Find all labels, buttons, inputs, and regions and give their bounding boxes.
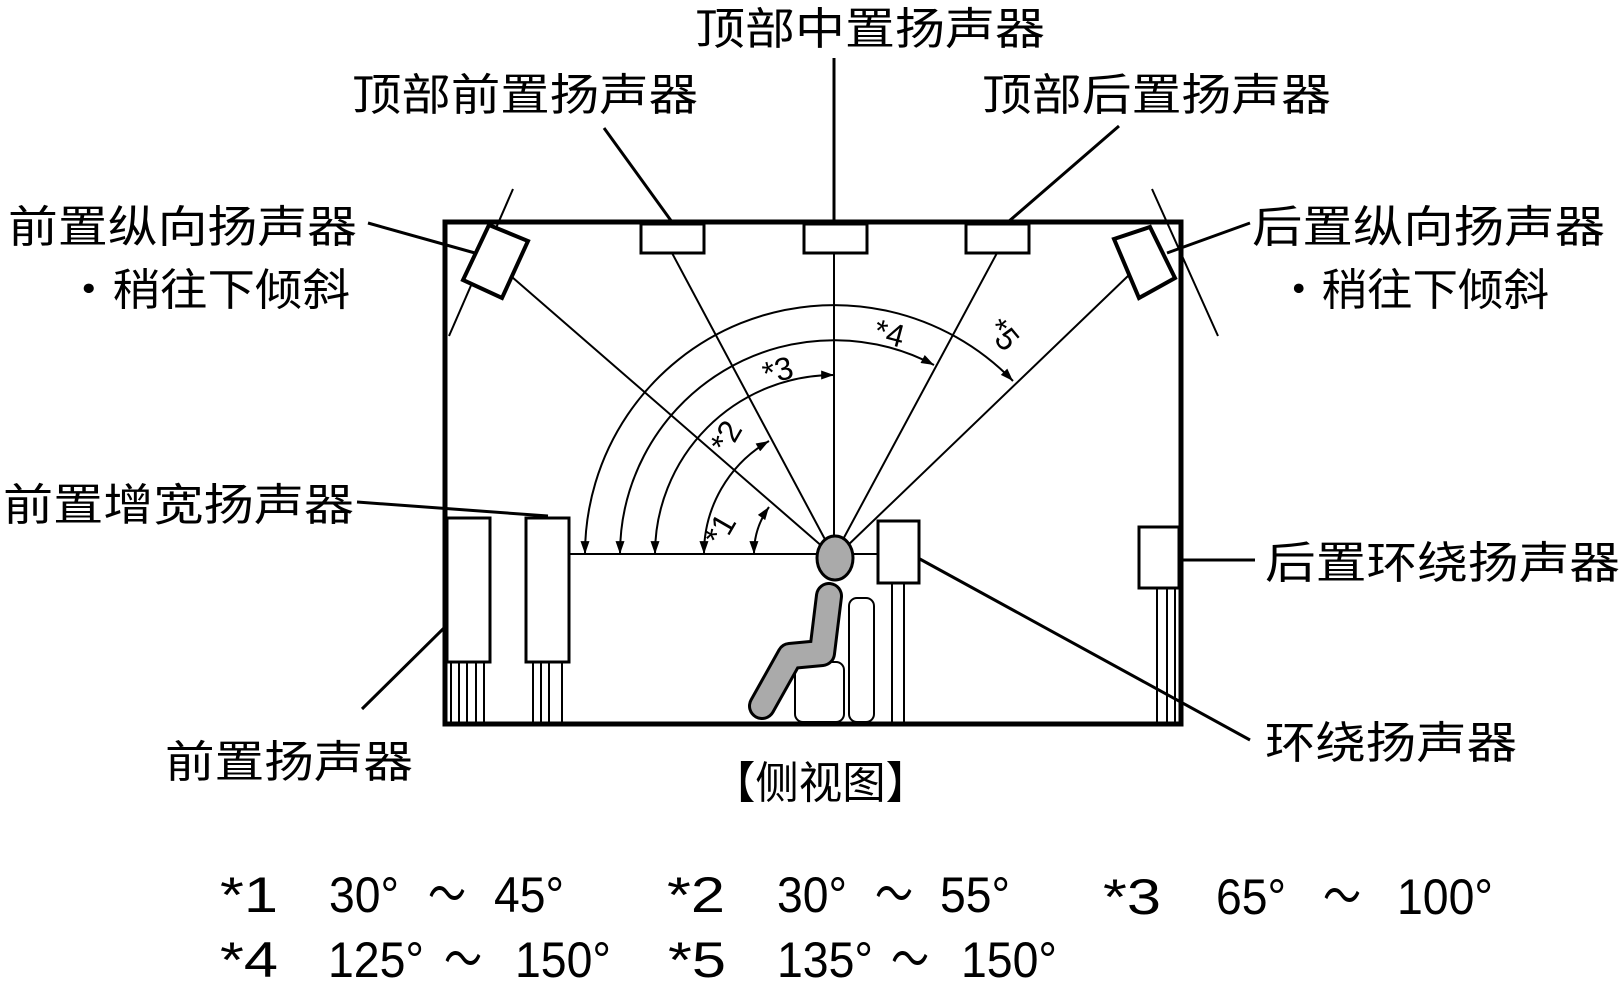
label-top-middle-speaker: 顶部中置扬声器: [695, 4, 1045, 55]
footnote-3: *3 65° ～ 100°: [1103, 869, 1493, 925]
svg-text:*5: *5: [668, 932, 726, 985]
angle-marker-4: *4: [870, 312, 909, 355]
svg-text:～: ～: [1323, 869, 1361, 925]
top-front-speaker: [639, 222, 706, 255]
label-rear-surround-speaker: 后置环绕扬声器: [1265, 538, 1620, 589]
svg-text:*3: *3: [1103, 869, 1161, 925]
arc-3: [650, 370, 835, 555]
top-rear-speaker: [964, 222, 1031, 255]
svg-text:150°: 150°: [961, 932, 1057, 985]
svg-text:～: ～: [428, 867, 466, 923]
view-caption: 【侧视图】: [712, 758, 929, 809]
rear-surround-speaker: [1137, 525, 1181, 722]
footnote-1: *1 30° ～ 45°: [220, 867, 564, 923]
svg-text:65°: 65°: [1216, 869, 1286, 925]
front-wide-speaker: [524, 516, 571, 722]
label-rear-height-note: ・稍往下倾斜: [1276, 265, 1549, 316]
label-front-wide-speaker: 前置增宽扬声器: [3, 480, 354, 531]
label-top-rear-speaker: 顶部后置扬声器: [982, 70, 1331, 121]
angle-marker-3: *3: [758, 349, 797, 392]
svg-text:30°: 30°: [777, 867, 847, 923]
label-front-height-note: ・稍往下倾斜: [65, 265, 350, 316]
footnote-4: *4 125° ～ 150°: [220, 932, 611, 985]
svg-text:～: ～: [875, 867, 913, 923]
surround-speaker: [876, 519, 921, 722]
svg-text:30°: 30°: [329, 867, 399, 923]
svg-text:55°: 55°: [940, 867, 1010, 923]
label-surround-speaker: 环绕扬声器: [1265, 718, 1517, 769]
svg-text:*2: *2: [667, 867, 725, 923]
listener: [748, 534, 855, 720]
svg-text:45°: 45°: [494, 867, 564, 923]
svg-text:135°: 135°: [777, 932, 873, 985]
footnote-5: *5 135° ～ 150°: [668, 932, 1057, 985]
chair: [794, 597, 875, 723]
listener-head: [815, 534, 855, 582]
label-rear-height-speaker: 后置纵向扬声器: [1252, 202, 1605, 253]
rear-height-speaker: [1111, 224, 1178, 301]
sight-lines: [511, 252, 1130, 555]
svg-text:125°: 125°: [328, 932, 424, 985]
svg-text:～: ～: [891, 932, 929, 985]
svg-text:*4: *4: [220, 932, 278, 985]
angle-marker-2: *2: [703, 414, 749, 458]
room-outline: [442, 219, 1184, 727]
svg-text:100°: 100°: [1397, 869, 1493, 925]
front-height-speaker: [460, 222, 531, 301]
leader-lines: [356, 58, 1255, 742]
footnote-2: *2 30° ～ 55°: [667, 867, 1010, 923]
top-middle-speaker: [802, 222, 869, 255]
label-front-height-speaker: 前置纵向扬声器: [8, 202, 357, 253]
svg-text:150°: 150°: [515, 932, 611, 985]
label-front-speaker: 前置扬声器: [165, 737, 413, 788]
label-top-front-speaker: 顶部前置扬声器: [352, 70, 698, 121]
front-speaker: [445, 516, 492, 722]
angle-marker-5: *5: [980, 311, 1027, 357]
arc-5: [580, 304, 1014, 555]
angle-arcs: [580, 304, 1014, 555]
arc-1: [749, 506, 770, 555]
svg-text:～: ～: [444, 932, 482, 985]
svg-text:*1: *1: [220, 867, 278, 923]
rear-height-axis: [1151, 188, 1219, 337]
